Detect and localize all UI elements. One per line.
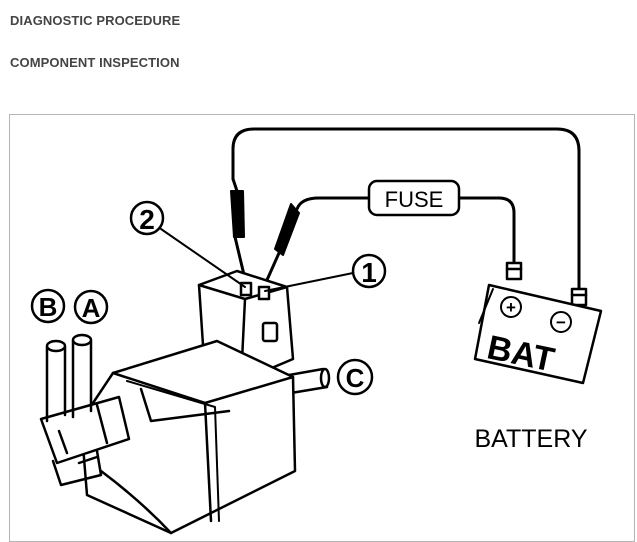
- svg-text:2: 2: [139, 204, 155, 235]
- inspection-diagram: FUSE + − BAT BATTERY: [30, 127, 603, 535]
- battery-negative-symbol: −: [556, 313, 566, 332]
- battery-caption: BATTERY: [475, 425, 588, 453]
- callout-terminal-2: 2: [129, 200, 246, 288]
- svg-text:1: 1: [361, 257, 377, 288]
- svg-text:B: B: [39, 292, 58, 322]
- wire-fuse-to-probe: [295, 196, 371, 211]
- callout-port-b: B: [30, 288, 66, 324]
- callout-terminal-1: 1: [264, 253, 387, 292]
- wire-positive: [231, 127, 581, 301]
- inspection-diagram-frame: FUSE + − BAT BATTERY: [9, 114, 635, 542]
- battery: + − BAT: [473, 261, 603, 385]
- procedure-title: DIAGNOSTIC PROCEDURE: [10, 13, 181, 28]
- probe-terminal-2: [230, 177, 247, 281]
- svg-text:C: C: [346, 363, 365, 393]
- fuse: FUSE: [367, 179, 461, 217]
- section-subtitle: COMPONENT INSPECTION: [10, 55, 180, 70]
- fuse-label: FUSE: [385, 187, 444, 212]
- wire-negative: [457, 196, 516, 275]
- solenoid-valve: [39, 269, 331, 535]
- callout-port-c: C: [336, 358, 374, 396]
- callout-port-a: A: [73, 289, 109, 325]
- battery-positive-symbol: +: [506, 298, 516, 317]
- svg-text:A: A: [82, 293, 101, 323]
- probe-terminal-1: [261, 203, 300, 291]
